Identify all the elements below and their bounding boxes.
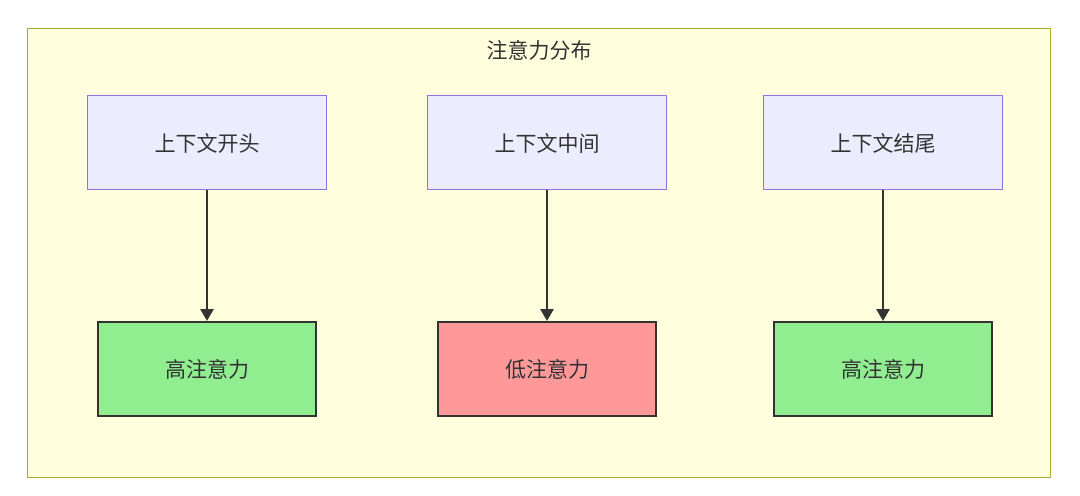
flow-column-context-middle: 上下文中间 低注意力 bbox=[417, 95, 677, 417]
flow-column-context-start: 上下文开头 高注意力 bbox=[77, 95, 337, 417]
arrow-head-icon bbox=[540, 309, 554, 321]
arrow-line bbox=[882, 190, 884, 309]
arrow-down bbox=[540, 190, 554, 321]
arrow-head-icon bbox=[200, 309, 214, 321]
arrow-line bbox=[206, 190, 208, 309]
node-high-attention-2: 高注意力 bbox=[773, 321, 993, 417]
arrow-down bbox=[876, 190, 890, 321]
attention-distribution-container: 注意力分布 上下文开头 高注意力 上下文中间 低注意力 上下文结尾 高注意力 bbox=[27, 28, 1051, 478]
flow-column-context-end: 上下文结尾 高注意力 bbox=[753, 95, 1013, 417]
arrow-head-icon bbox=[876, 309, 890, 321]
diagram-title: 注意力分布 bbox=[486, 40, 592, 63]
node-high-attention-1: 高注意力 bbox=[97, 321, 317, 417]
node-context-middle: 上下文中间 bbox=[427, 95, 667, 190]
node-context-start: 上下文开头 bbox=[87, 95, 327, 190]
node-low-attention: 低注意力 bbox=[437, 321, 657, 417]
node-context-end: 上下文结尾 bbox=[763, 95, 1003, 190]
arrow-down bbox=[200, 190, 214, 321]
arrow-line bbox=[546, 190, 548, 309]
